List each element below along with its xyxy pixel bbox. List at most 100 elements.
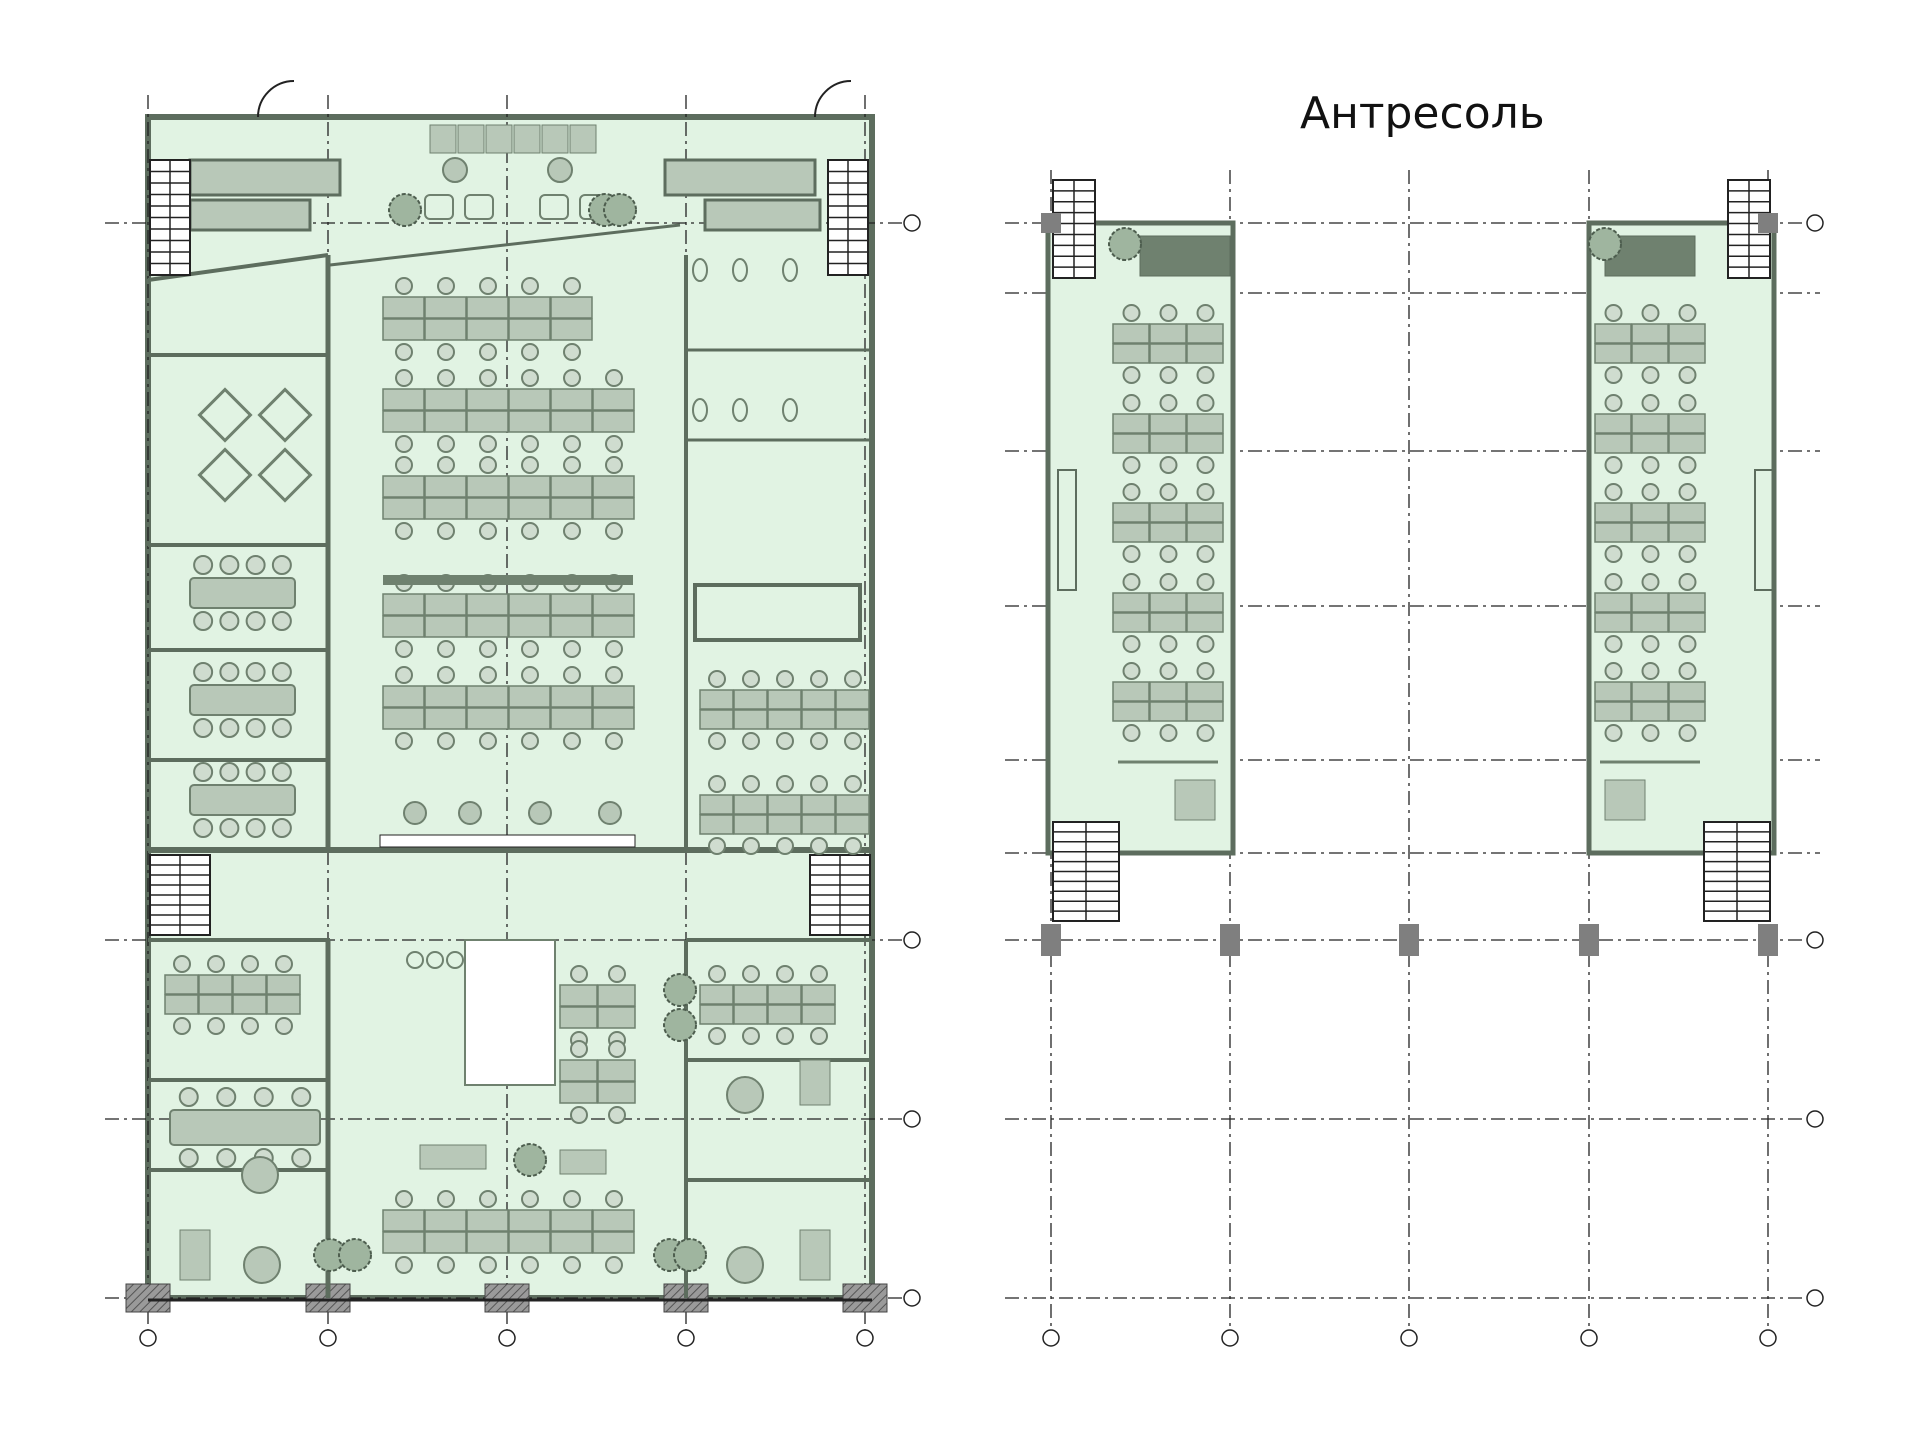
desk (382, 318, 425, 341)
desk (767, 814, 802, 835)
desk (1668, 681, 1706, 702)
desk (508, 707, 551, 730)
desk (508, 388, 551, 411)
chair (173, 1017, 191, 1035)
chair (1159, 662, 1178, 680)
executive-desk (179, 1229, 211, 1281)
chair (521, 666, 539, 684)
chair (563, 1190, 581, 1208)
desk (1668, 612, 1706, 633)
chair (271, 662, 292, 682)
desk (592, 615, 635, 638)
toilet (732, 258, 748, 282)
chair (563, 456, 581, 474)
chair (271, 818, 292, 838)
desk (1186, 612, 1224, 633)
chair (708, 1027, 726, 1045)
desk (1594, 701, 1632, 722)
round-table (442, 157, 468, 183)
chair (207, 955, 225, 973)
chair (521, 1256, 539, 1274)
chair (810, 837, 828, 855)
sofa-segment (485, 124, 513, 154)
chair (479, 522, 497, 540)
round-table (726, 1246, 764, 1284)
desk (466, 318, 509, 341)
chair (245, 555, 266, 575)
chair (193, 818, 214, 838)
chair (521, 522, 539, 540)
armchair (539, 194, 569, 220)
desk (1668, 522, 1706, 543)
chair (207, 1017, 225, 1035)
desk (508, 615, 551, 638)
desk (1112, 701, 1150, 722)
chair (708, 965, 726, 983)
chair (1196, 456, 1215, 474)
desk (699, 709, 734, 730)
desk (1112, 681, 1150, 702)
desk (733, 814, 768, 835)
desk (382, 475, 425, 498)
chair (563, 640, 581, 658)
chair (776, 1027, 794, 1045)
chair (1604, 573, 1623, 591)
chair (219, 555, 240, 575)
desk (597, 1081, 636, 1104)
chair (521, 369, 539, 387)
toilet (692, 398, 708, 422)
desk (597, 984, 636, 1007)
desk (1186, 433, 1224, 454)
plant (673, 1238, 707, 1272)
desk (801, 1004, 836, 1025)
chair (708, 732, 726, 750)
column-pier (125, 1283, 171, 1313)
stool (426, 951, 444, 969)
chair (742, 1027, 760, 1045)
desk (466, 707, 509, 730)
chair (245, 762, 266, 782)
desk (164, 974, 199, 995)
desk (382, 593, 425, 616)
chair (1196, 366, 1215, 384)
stool (406, 951, 424, 969)
chair (521, 640, 539, 658)
storage-shelf (188, 158, 342, 197)
chair (437, 369, 455, 387)
chair (1678, 635, 1697, 653)
chair (708, 670, 726, 688)
chair (570, 1106, 588, 1124)
desk (508, 1231, 551, 1254)
chair (1159, 456, 1178, 474)
stool (446, 951, 464, 969)
chair (1604, 635, 1623, 653)
meeting-table (169, 1109, 321, 1146)
chair (1159, 394, 1178, 412)
chair (1678, 724, 1697, 742)
desk (424, 388, 467, 411)
desk (1668, 343, 1706, 364)
sofa (559, 1149, 607, 1175)
desk (597, 1006, 636, 1029)
chair (1122, 394, 1141, 412)
armchair (464, 194, 494, 220)
toilet (732, 398, 748, 422)
chair (216, 1148, 237, 1168)
chair (810, 965, 828, 983)
column (1758, 213, 1778, 233)
chair (605, 640, 623, 658)
low-partition (379, 834, 636, 848)
desk (466, 1231, 509, 1254)
chair (521, 1190, 539, 1208)
chair (1678, 545, 1697, 563)
executive-desk (799, 1229, 831, 1281)
entrance-door (814, 80, 852, 118)
sofa-segment (429, 124, 457, 154)
chair (291, 1087, 312, 1107)
round-table (528, 801, 552, 825)
desk (733, 709, 768, 730)
desk (1112, 522, 1150, 543)
round-table (547, 157, 573, 183)
cafe-table (197, 387, 253, 443)
